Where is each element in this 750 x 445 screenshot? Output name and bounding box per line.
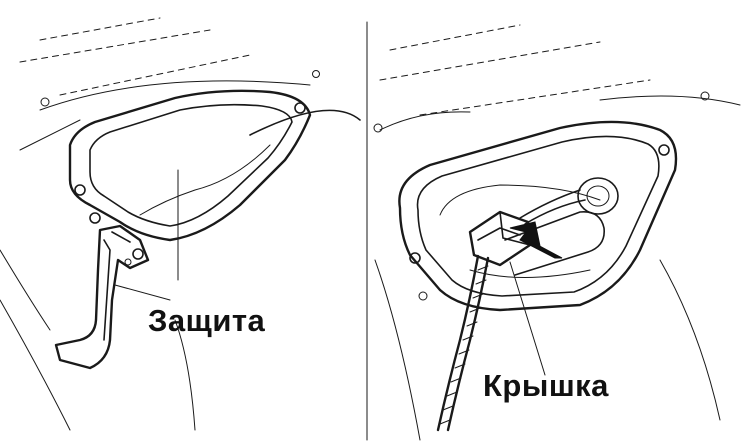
mount-hole bbox=[89, 212, 101, 224]
cover-recess-line bbox=[469, 269, 591, 278]
sheet-hole bbox=[700, 91, 710, 101]
mount-hole bbox=[658, 144, 670, 156]
body-contour-line bbox=[39, 17, 161, 41]
body-contour-line bbox=[374, 259, 421, 441]
body-contour-line bbox=[59, 54, 251, 96]
wheel-arch-line bbox=[174, 319, 196, 431]
shield-flange-inner bbox=[89, 103, 293, 227]
wire-connector-edge bbox=[477, 227, 521, 241]
body-contour-line bbox=[379, 41, 601, 81]
cover-leader-line bbox=[509, 261, 546, 376]
body-contour-line bbox=[39, 80, 311, 111]
body-contour-line bbox=[599, 95, 741, 106]
motor-body bbox=[504, 211, 605, 276]
body-contour-line bbox=[419, 79, 651, 116]
sheet-hole bbox=[418, 291, 428, 301]
cable bbox=[436, 254, 480, 432]
bracket-hole bbox=[124, 258, 132, 266]
cover-flange-inner bbox=[416, 135, 660, 297]
bracket-inner-line bbox=[103, 239, 111, 341]
body-contour-line bbox=[19, 29, 211, 63]
body-contour-line bbox=[19, 119, 81, 151]
mount-hole bbox=[294, 102, 306, 114]
bracket-inner-line bbox=[111, 231, 131, 243]
bracket-outline bbox=[54, 224, 150, 370]
wire-connector-edge bbox=[499, 211, 531, 246]
body-contour-line bbox=[0, 299, 71, 431]
cover-recess-line bbox=[439, 184, 601, 216]
sheet-hole bbox=[312, 70, 320, 78]
mount-hole bbox=[132, 248, 144, 260]
label-shield: Защита bbox=[148, 303, 266, 338]
sheet-hole bbox=[373, 123, 383, 133]
wire bbox=[519, 189, 581, 219]
cable-twist-marks bbox=[439, 265, 489, 425]
body-contour-line bbox=[0, 249, 51, 331]
cover-flange-outer bbox=[398, 120, 678, 312]
mount-hole bbox=[74, 184, 86, 196]
wheel-arch-line bbox=[249, 109, 361, 136]
shield-body-line bbox=[139, 144, 271, 216]
lamp-socket-inner bbox=[586, 185, 610, 207]
mount-hole bbox=[409, 252, 421, 264]
label-cover: Крышка bbox=[483, 368, 609, 403]
body-contour-line bbox=[389, 24, 521, 51]
left-panel-drawing bbox=[0, 17, 361, 431]
lamp-socket bbox=[577, 177, 619, 215]
body-contour-line bbox=[379, 111, 471, 131]
sheet-hole bbox=[40, 97, 50, 107]
right-panel-drawing bbox=[373, 24, 741, 441]
body-contour-line bbox=[659, 259, 721, 421]
wire bbox=[524, 199, 586, 225]
shield-flange-outer bbox=[68, 89, 312, 242]
shield-leader-line bbox=[114, 284, 171, 301]
cable bbox=[446, 256, 490, 432]
arrow-icon bbox=[509, 221, 563, 259]
